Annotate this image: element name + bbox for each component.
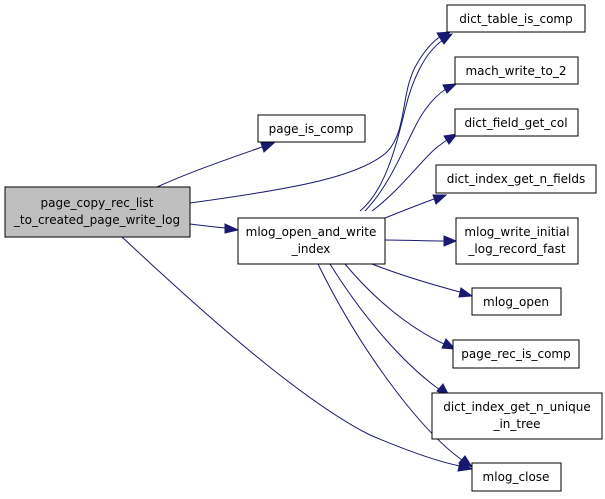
node-label-line: page_rec_is_comp	[461, 347, 570, 361]
node-label-line: page_copy_rec_list	[41, 196, 154, 210]
node-label-line: _to_created_page_write_log	[13, 213, 180, 227]
node-dict-index-get-n-fields[interactable]: dict_index_get_n_fields	[435, 164, 597, 194]
node-mlog-write-initial-log-record-fast[interactable]: mlog_write_initial _log_record_fast	[455, 217, 579, 265]
arrowhead	[441, 338, 457, 350]
node-mlog-open-and-write-index[interactable]: mlog_open_and_write _index	[237, 217, 386, 265]
arrowhead	[443, 235, 458, 247]
node-label-line: dict_table_is_comp	[459, 12, 572, 26]
edge-index-to-dict-index-get-n-unique	[329, 263, 441, 391]
edge-root-to-page-is-comp	[156, 146, 263, 188]
node-label-line: mlog_open	[483, 295, 549, 309]
node-label-line: mlog_write_initial	[464, 225, 569, 239]
node-dict-index-get-n-unique-in-tree[interactable]: dict_index_get_n_unique _in_tree	[431, 392, 603, 440]
arrowhead	[458, 455, 474, 468]
node-label-line: _log_record_fast	[467, 242, 565, 256]
edge-index-to-mlog-write-initial	[384, 239, 445, 242]
arrowhead	[224, 223, 240, 234]
edge-index-to-dict-table-is-comp	[359, 39, 444, 212]
node-page-rec-is-comp[interactable]: page_rec_is_comp	[452, 339, 580, 369]
node-page-is-comp[interactable]: page_is_comp	[257, 114, 366, 143]
node-mlog-open[interactable]: mlog_open	[471, 287, 562, 316]
node-label-line: mlog_close	[483, 470, 550, 484]
edge-index-to-mach-write-to-2	[364, 88, 447, 212]
edge-index-to-mlog-close	[317, 263, 463, 461]
node-label-line: dict_index_get_n_fields	[447, 172, 586, 186]
node-page-copy-rec-list-to-created-page-write-log[interactable]: page_copy_rec_list _to_created_page_writ…	[4, 186, 191, 238]
edge-root-to-mlog-close	[121, 236, 461, 467]
edge-index-to-page-rec-is-comp	[344, 263, 445, 345]
nodes: page_copy_rec_list _to_created_page_writ…	[4, 4, 603, 492]
node-mach-write-to-2[interactable]: mach_write_to_2	[454, 56, 579, 85]
arrowhead	[458, 287, 474, 298]
edge-root-to-dict-table-is-comp	[189, 35, 442, 204]
node-label-line: dict_index_get_n_unique	[443, 400, 591, 414]
arrowhead	[443, 133, 459, 145]
arrowhead	[260, 141, 277, 153]
edge-index-to-dict-index-get-n-fields	[384, 198, 435, 219]
node-label-line: _index	[291, 242, 331, 256]
edge-index-to-mlog-open	[371, 263, 461, 293]
node-label-line: dict_field_get_col	[464, 116, 567, 130]
node-dict-table-is-comp[interactable]: dict_table_is_comp	[446, 4, 586, 33]
edge-index-to-dict-field-get-col	[371, 139, 448, 212]
node-mlog-close[interactable]: mlog_close	[471, 462, 562, 492]
node-label-line: mach_write_to_2	[465, 64, 566, 78]
arrowhead	[442, 83, 458, 94]
edge-root-to-mlog-open-and-write-index	[189, 223, 227, 229]
node-dict-field-get-col[interactable]: dict_field_get_col	[454, 108, 579, 137]
arrowhead	[432, 194, 448, 205]
node-label-line: page_is_comp	[269, 122, 354, 136]
node-label-line: mlog_open_and_write	[246, 225, 377, 239]
arrowhead	[438, 33, 454, 45]
node-label-line: _in_tree	[492, 417, 540, 431]
edges	[121, 31, 474, 472]
